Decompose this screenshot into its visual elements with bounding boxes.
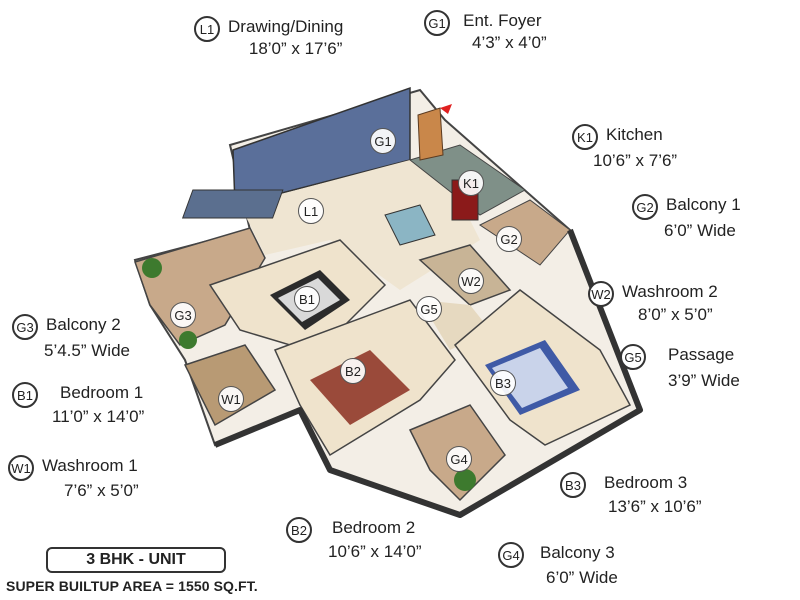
legend-g4: G4 Balcony 3	[498, 542, 615, 568]
plant-icon	[142, 258, 162, 278]
room-name: Bedroom 2	[332, 518, 416, 537]
marker-g4: G4	[446, 446, 472, 472]
room-dimension: 4’3” x 4’0”	[472, 33, 547, 52]
room-name: Washroom 2	[622, 282, 718, 301]
room-dimension: 5’4.5” Wide	[44, 341, 130, 360]
legend-g2: G2 Balcony 1	[632, 194, 741, 220]
room-name: Balcony 3	[540, 543, 615, 562]
legend-l1: L1 Drawing/Dining 18’0” x 17’6”	[194, 16, 343, 60]
legend-g5: G5 Passage	[620, 344, 734, 370]
legend-b1: B1 Bedroom 1	[12, 382, 143, 408]
room-dimension: 7’6” x 5’0”	[64, 481, 139, 500]
marker-w2: W2	[458, 268, 484, 294]
sofa	[181, 189, 284, 219]
plant-icon	[179, 331, 197, 349]
marker-w1: W1	[218, 386, 244, 412]
legend-badge: G2	[632, 194, 658, 220]
marker-g2: G2	[496, 226, 522, 252]
legend-badge: W2	[588, 281, 614, 307]
marker-g3: G3	[170, 302, 196, 328]
living-floor	[240, 160, 480, 290]
legend-badge: K1	[572, 124, 598, 150]
room-name: Kitchen	[606, 125, 663, 144]
entrance-arrow-icon	[440, 104, 452, 114]
room-dimension: 8’0” x 5’0”	[638, 305, 713, 324]
bed-2	[310, 350, 410, 425]
room-name: Washroom 1	[42, 456, 138, 475]
room-dimension: 11’0” x 14’0”	[52, 407, 145, 426]
plant-icon	[454, 469, 476, 491]
super-area-label: SUPER BUILTUP AREA = 1550 SQ.FT.	[6, 578, 258, 594]
room-name: Passage	[668, 345, 735, 364]
legend-badge: W1	[8, 455, 34, 481]
legend-badge: G5	[620, 344, 646, 370]
room-name: Bedroom 3	[604, 473, 688, 492]
room-dimension: 18’0” x 17’6”	[248, 39, 343, 58]
marker-b1: B1	[294, 286, 320, 312]
marker-b2: B2	[340, 358, 366, 384]
room-name: Ent. Foyer	[463, 11, 542, 30]
room-name: Drawing/Dining	[228, 17, 344, 36]
room-name: Balcony 1	[666, 195, 741, 214]
legend-b2: B2 Bedroom 2	[286, 517, 415, 543]
legend-b3: B3 Bedroom 3	[560, 472, 687, 498]
legend-badge: G1	[424, 10, 450, 36]
wall-edge	[213, 228, 643, 518]
room-dimension: 13’6” x 10’6”	[608, 497, 702, 516]
legend-k1: K1 Kitchen	[572, 124, 663, 150]
washroom-1-floor	[183, 344, 277, 427]
legend-badge: B3	[560, 472, 586, 498]
room-name: Balcony 2	[46, 315, 121, 334]
legend-badge: L1	[194, 16, 220, 42]
room-dimension: 10’6” x 7’6”	[593, 151, 678, 170]
legend-badge: G4	[498, 542, 524, 568]
marker-g1: G1	[370, 128, 396, 154]
room-dimension: 6’0” Wide	[664, 221, 736, 240]
unit-type-label: 3 BHK - UNIT	[46, 547, 226, 573]
marker-b3: B3	[490, 370, 516, 396]
legend-badge: G3	[12, 314, 38, 340]
marker-l1: L1	[298, 198, 324, 224]
legend-badge: B1	[12, 382, 38, 408]
dining-table	[384, 204, 436, 246]
room-name: Bedroom 1	[60, 383, 144, 402]
legend-w2: W2 Washroom 2	[588, 281, 718, 307]
entrance-door	[417, 107, 444, 161]
marker-g5: G5	[416, 296, 442, 322]
legend-w1: W1 Washroom 1	[8, 455, 138, 481]
room-dimension: 10’6” x 14’0”	[328, 542, 422, 561]
balcony-2-floor	[134, 227, 266, 346]
room-dimension: 3’9” Wide	[668, 371, 740, 390]
legend-g3: G3 Balcony 2	[12, 314, 121, 340]
legend-g1: G1 Ent. Foyer 4’3” x 4’0”	[424, 10, 547, 54]
legend-badge: B2	[286, 517, 312, 543]
marker-k1: K1	[458, 170, 484, 196]
room-dimension: 6’0” Wide	[546, 568, 618, 587]
